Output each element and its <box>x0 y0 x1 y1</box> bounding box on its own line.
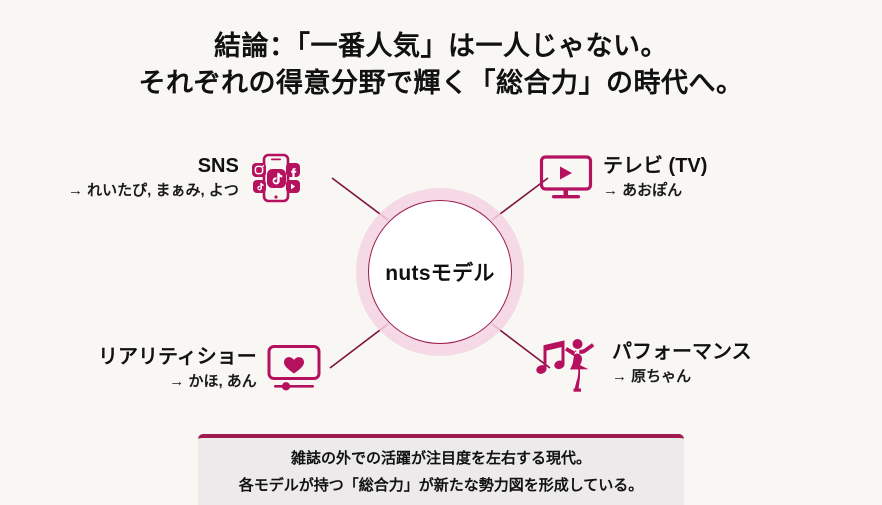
hub-circle: nutsモデル <box>368 200 512 344</box>
heart-screen-icon <box>266 341 322 397</box>
node-reality-show-members: → かほ, あん <box>169 373 257 390</box>
node-tv-text: テレビ (TV) → あおぽん <box>603 153 707 203</box>
page-title: 結論：「一番人気」は一人じゃない。 それぞれの得意分野で輝く「総合力」の時代へ。 <box>0 28 882 102</box>
node-reality-show-text: リアリティショー → かほ, あん <box>98 344 257 394</box>
node-performance[interactable]: パフォーマンス → 原ちゃん <box>531 336 752 392</box>
smartphone-social-icon <box>248 150 304 206</box>
footer-line-1: 雑誌の外での活躍が注目度を左右する現代。 <box>290 449 591 467</box>
node-performance-title: パフォーマンス <box>612 341 752 363</box>
node-reality-show-title: リアリティショー <box>98 346 257 368</box>
node-sns-title: SNS <box>197 155 239 177</box>
hub-label: nutsモデル <box>385 262 495 285</box>
node-tv-members: → あおぽん <box>603 182 683 199</box>
title-line-2: それぞれの得意分野で輝く「総合力」の時代へ。 <box>138 68 744 98</box>
node-tv[interactable]: テレビ (TV) → あおぽん <box>538 150 707 206</box>
node-sns[interactable]: SNS → れいたぴ, まぁみ, よつ <box>68 150 304 206</box>
dancer-music-icon <box>531 336 603 392</box>
node-sns-text: SNS → れいたぴ, まぁみ, よつ <box>68 153 239 203</box>
node-reality-show[interactable]: リアリティショー → かほ, あん <box>98 341 322 397</box>
title-line-1: 結論：「一番人気」は一人じゃない。 <box>214 31 668 61</box>
node-sns-members: → れいたぴ, まぁみ, よつ <box>68 182 239 199</box>
node-tv-title: テレビ (TV) <box>603 155 708 177</box>
footer-note: 雑誌の外での活躍が注目度を左右する現代。 各モデルが持つ「総合力」が新たな勢力図… <box>198 434 684 505</box>
node-performance-text: パフォーマンス → 原ちゃん <box>612 339 752 389</box>
footer-line-2: 各モデルが持つ「総合力」が新たな勢力図を形成している。 <box>238 476 644 494</box>
node-performance-members: → 原ちゃん <box>612 368 692 385</box>
television-play-icon <box>538 150 594 206</box>
